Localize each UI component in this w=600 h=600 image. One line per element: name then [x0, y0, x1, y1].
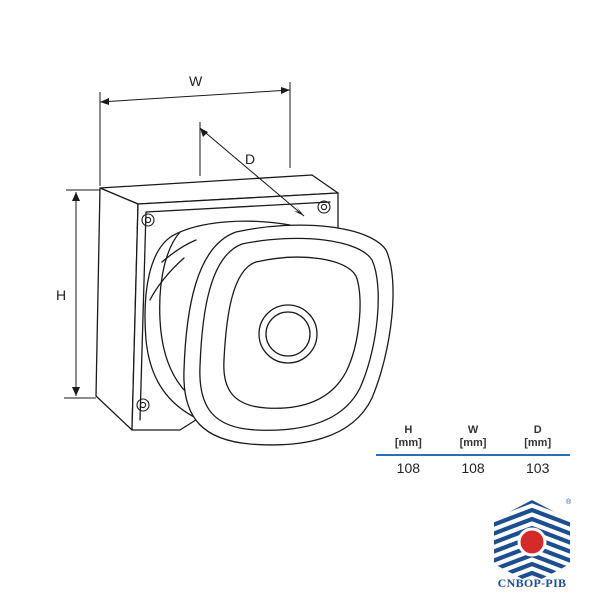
center-disc-outer	[258, 304, 318, 364]
screw-top-left	[141, 213, 155, 227]
value-h: 108	[396, 460, 421, 476]
horn-mouth-outer	[183, 224, 394, 446]
value-d: 103	[526, 460, 550, 476]
cnbop-pib-logo	[494, 500, 570, 584]
dimensions-table: H [mm] W [mm] D [mm] 108 108 103	[376, 424, 570, 476]
horn-mouth-inner	[199, 237, 379, 431]
label-w: W	[189, 73, 203, 89]
table-rule	[376, 454, 570, 456]
dimensions-table-values: 108 108 103	[376, 460, 570, 476]
label-d: D	[245, 151, 255, 167]
d-dimension-line	[199, 127, 305, 217]
screw-bottom-left	[136, 398, 150, 412]
value-w: 108	[461, 460, 485, 476]
logo-red-dot	[517, 527, 547, 557]
dimensions-table-header: H [mm] W [mm] D [mm]	[376, 424, 570, 450]
w-dimension-line	[99, 89, 291, 103]
logo-text: CNBOP-PIB	[497, 576, 567, 590]
column-header-w: W [mm]	[459, 424, 487, 449]
registered-mark: ®	[566, 499, 572, 506]
column-header-h: H [mm]	[394, 424, 422, 449]
label-h: H	[56, 287, 66, 303]
box-side-face	[95, 187, 139, 431]
center-disc-inner	[265, 311, 311, 357]
screw-top-right	[317, 200, 331, 214]
column-header-d: D [mm]	[524, 424, 552, 449]
